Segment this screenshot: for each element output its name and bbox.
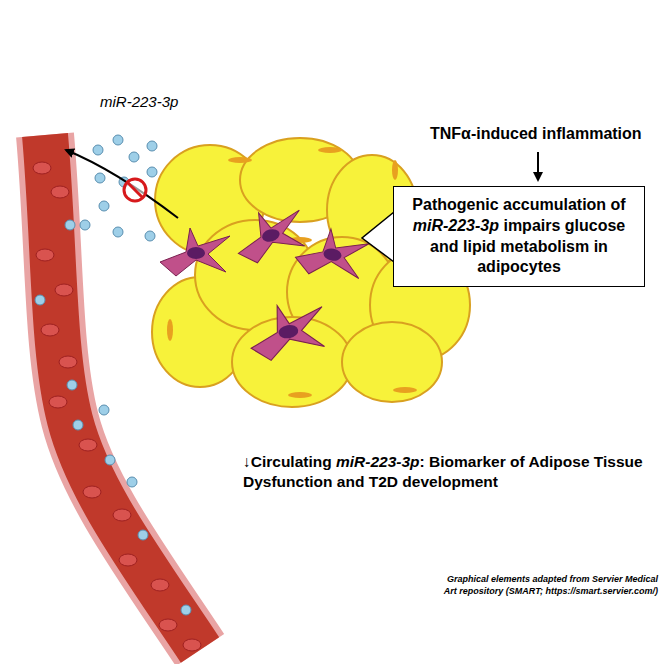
callout-box: Pathogenic accumulation of miR-223-3p im…: [393, 186, 645, 287]
down-arrow: [537, 152, 539, 180]
block-sign: [124, 179, 146, 201]
box-text: Pathogenic accumulation of miR-223-3p im…: [404, 195, 634, 278]
credit-note: Graphical elements adapted from Servier …: [438, 574, 658, 597]
release-arrow: [66, 150, 178, 218]
stimulus-label: TNFα-induced inflammation: [430, 124, 660, 145]
mirna-label: miR-223-3p: [100, 92, 220, 112]
callout-pointer: [362, 212, 394, 262]
biomarker-label: ↓Circulating miR-223-3p: Biomarker of Ad…: [243, 452, 661, 492]
macrophages: [160, 202, 370, 363]
